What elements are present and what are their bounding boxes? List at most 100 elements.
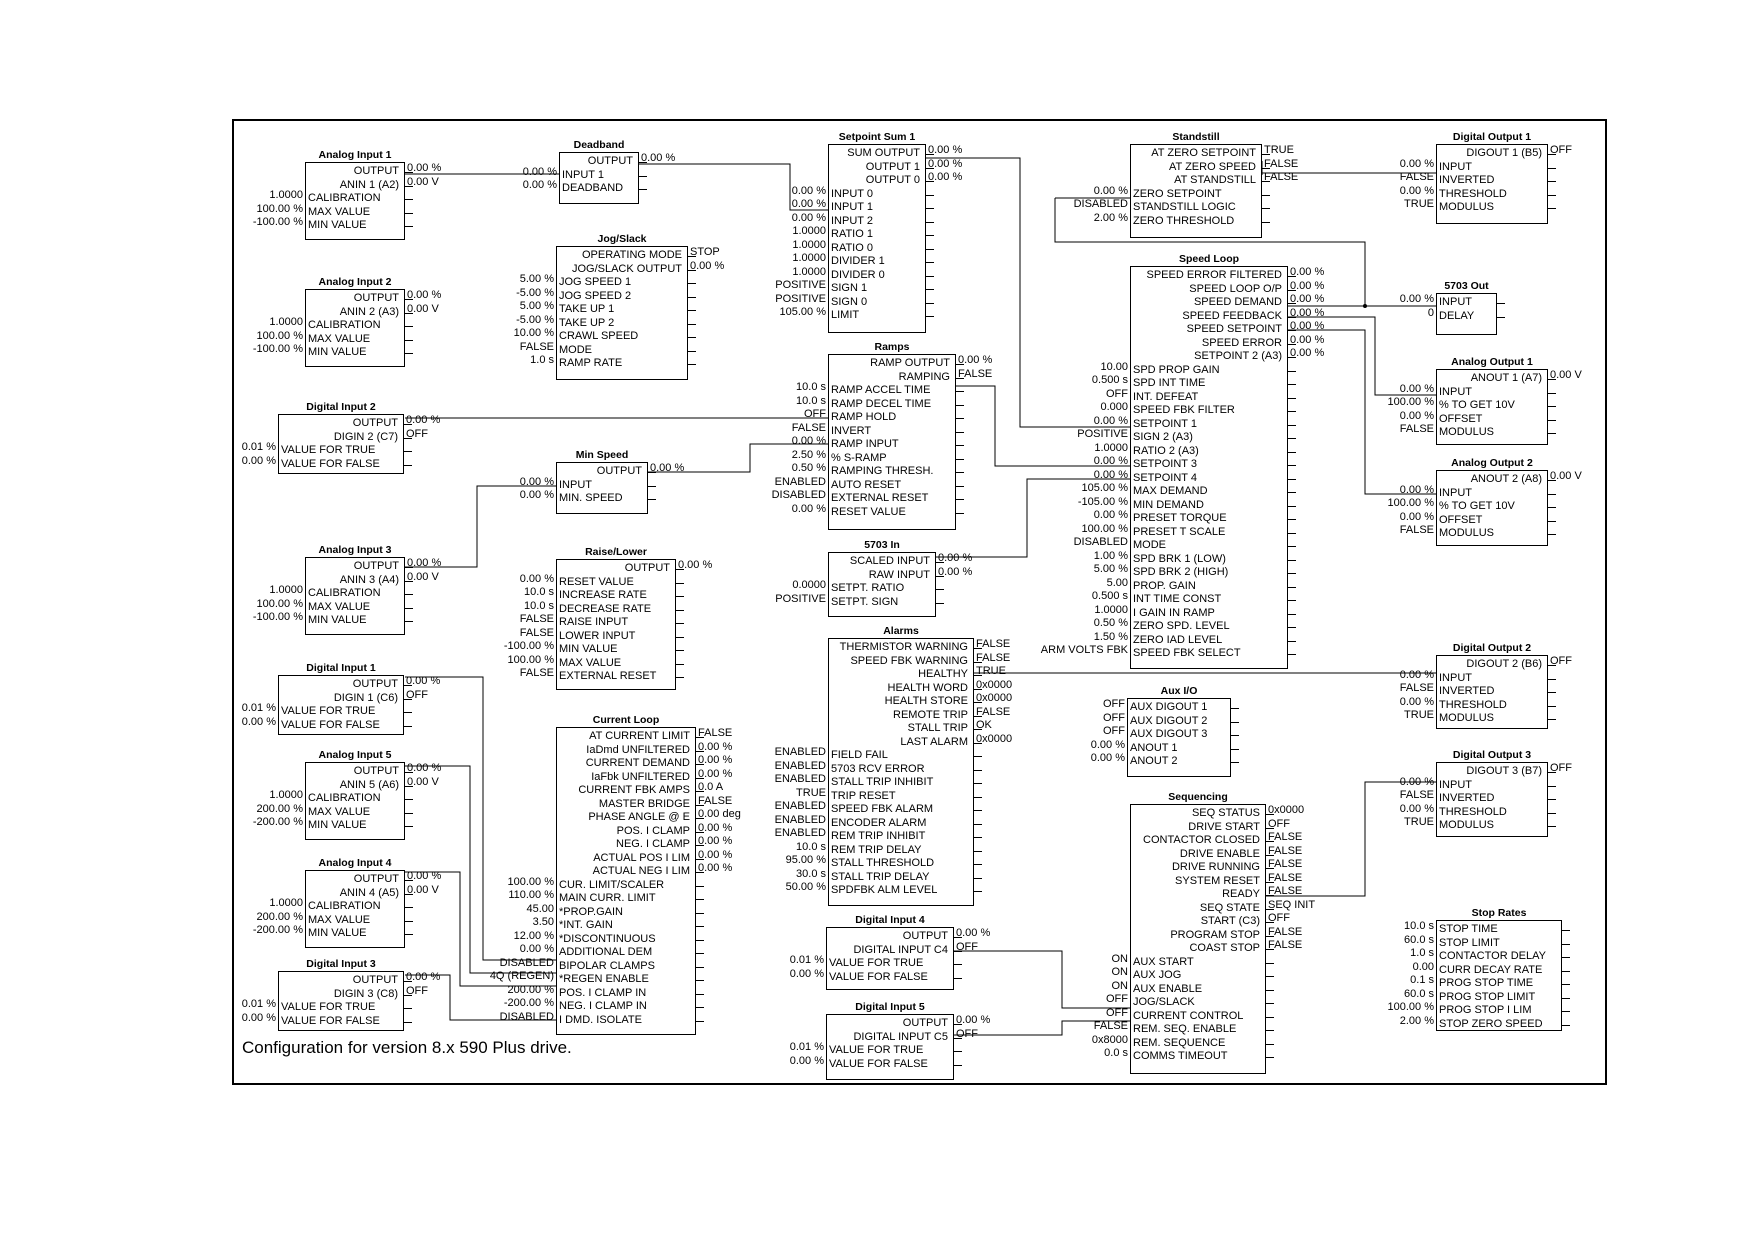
block-box [556,727,696,1035]
input-value: 0.00 % [241,1011,276,1024]
input-value: 0.00 % [1399,483,1434,496]
unused-pin [404,451,412,452]
output-label: READY [1222,888,1260,900]
block-title: Digital Output 3 [1452,749,1532,761]
unused-pin [676,582,684,584]
unused-pin [954,1051,962,1052]
wire [954,1020,1130,1036]
input-value: 1.0000 [792,252,826,264]
block-title: Analog Output 2 [1451,457,1533,469]
input-value: 105.00 % [779,306,826,318]
input-label: RAMP DECEL TIME [831,397,932,410]
unused-pin [1262,208,1270,209]
input-label: AUX JOG [1133,969,1182,981]
input-label: INPUT [1439,296,1472,308]
input-label: MODULUS [1439,527,1495,539]
unused-pin [1231,762,1239,763]
input-value: 0.00 % [519,489,554,501]
output-pin [936,562,944,563]
unused-pin [1562,1024,1570,1026]
input-label: MIN VALUE [559,643,618,655]
input-value: ON [1111,966,1129,978]
input-label: REM TRIP INHIBIT [831,830,926,842]
output-pin [974,648,982,649]
input-label: SIGN 0 [831,295,868,308]
input-value: POSITIVE [1077,428,1128,440]
block-box [1436,655,1548,729]
output-pin [936,575,944,577]
input-value: 0.000 [1100,401,1128,413]
input-label: AUX ENABLE [1133,982,1203,995]
input-value: FALSE [519,626,554,639]
input-label: ZERO SPD. LEVEL [1133,620,1230,632]
unused-pin [1266,1030,1274,1031]
unused-pin [696,926,704,927]
unused-pin [676,636,684,638]
input-label: SPDFBK ALM LEVEL [831,884,938,896]
input-label: SETPT. RATIO [831,582,905,594]
block-title: Analog Input 2 [318,276,392,288]
unused-pin [1231,735,1239,736]
input-value: 50.00 % [785,881,826,893]
unused-pin [1548,194,1556,196]
input-value: TRUE [1404,816,1434,828]
block-title: Stop Rates [1471,907,1527,919]
output-value: 0.00 % [938,565,973,578]
unused-pin [1548,392,1556,394]
input-value: 1.0000 [269,316,303,328]
unused-pin [696,939,704,941]
unused-pin [926,275,934,277]
output-value: STOP [690,246,720,258]
input-value: 3.50 [532,916,554,928]
input-value: 0.0000 [792,579,826,591]
unused-pin [1288,559,1296,561]
output-value: 0.00 % [698,835,733,847]
output-label: SUM OUTPUT [847,147,920,159]
unused-pin [688,337,696,338]
input-label: MAX VALUE [559,656,622,669]
unused-pin [404,1008,412,1009]
output-value: 0.00 % [1290,279,1325,292]
block-box [828,144,926,333]
input-value: TRUE [1404,198,1434,210]
input-label: OFFSET [1439,412,1483,425]
input-label: MIN VALUE [308,819,367,831]
unused-pin [676,609,684,611]
input-label: % S-RAMP [831,451,887,464]
output-pin [1548,665,1556,666]
unused-pin [688,283,696,284]
output-value: FALSE [1268,885,1303,897]
output-pin [696,804,704,806]
output-label: HEALTH STORE [884,695,968,707]
